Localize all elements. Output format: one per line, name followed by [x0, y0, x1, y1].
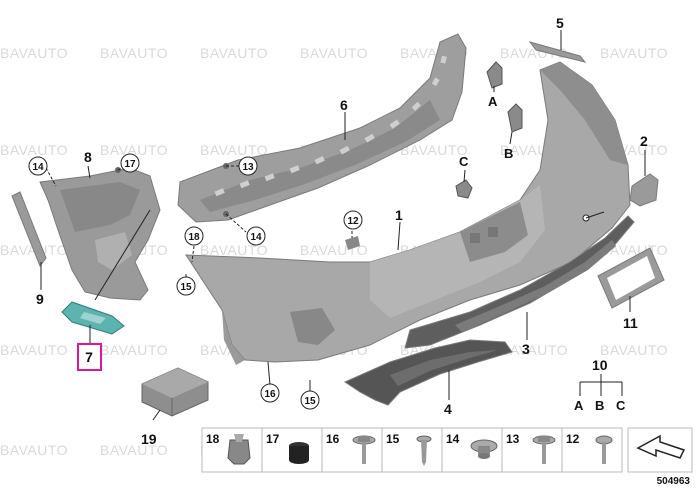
fastener-12-clip: [345, 236, 360, 250]
watermark-text: BAVAUTO: [400, 142, 468, 158]
label-4: 4: [444, 401, 452, 417]
label-7: 7: [85, 349, 93, 365]
watermark-text: BAVAUTO: [200, 242, 268, 258]
watermark-text: BAVAUTO: [100, 45, 168, 61]
fastener-legend: 18 17 16 15 14: [201, 427, 693, 473]
part-9-strip: [11, 191, 47, 268]
part-5-top-trim: [528, 41, 587, 63]
circle-16: [260, 383, 280, 403]
label-A: A: [488, 94, 498, 109]
label-C-group: C: [616, 398, 626, 413]
watermark-text: BAVAUTO: [100, 142, 168, 158]
label-12: 12: [347, 216, 359, 227]
part-labels: 6 1 5 2 3 4 11 9 8 19 10 A B C A B C: [36, 15, 648, 447]
part-2-cover: [629, 173, 659, 207]
watermark-text: BAVAUTO: [0, 45, 68, 61]
label-10: 10: [592, 357, 608, 373]
circled-labels: 14 17 13 14 12 18 15 16 15: [28, 153, 363, 410]
label-C: C: [459, 154, 469, 169]
label-7-highlight: 7: [77, 343, 102, 371]
part-1-bumper-panel: [185, 61, 631, 365]
circle-12: [343, 210, 363, 230]
rubber-buffer-icon: [289, 442, 309, 464]
label-5: 5: [556, 15, 564, 31]
legend-cell-12: [561, 427, 623, 473]
label-16: 16: [264, 389, 276, 400]
label-18: 18: [188, 232, 200, 243]
label-14a: 14: [32, 162, 44, 173]
part-8-side-bracket: [39, 167, 161, 301]
legend-cell-13: [501, 427, 563, 473]
screw-icon: [416, 435, 432, 466]
circle-14a: [28, 156, 48, 176]
label-11: 11: [623, 315, 638, 331]
leader-lines: [40, 30, 646, 421]
part-7-bracket: [61, 301, 125, 335]
label-B: B: [504, 146, 513, 161]
part-3-diffuser: [404, 215, 635, 349]
label-8: 8: [84, 149, 92, 165]
expanding-nut-icon: [470, 439, 498, 459]
label-2: 2: [640, 133, 648, 149]
legend-num-12: 12: [566, 432, 580, 446]
watermark-text: BAVAUTO: [200, 142, 268, 158]
direction-arrow-icon: [636, 434, 686, 459]
watermark-text: BAVAUTO: [600, 45, 668, 61]
fastener-B-clip: [507, 103, 523, 133]
legend-num-17: 17: [266, 432, 280, 446]
watermark-text: BAVAUTO: [500, 342, 568, 358]
label-19: 19: [141, 431, 157, 447]
label-9: 9: [36, 291, 44, 307]
label-15b: 15: [304, 396, 316, 407]
drawing-number: 504963: [657, 476, 691, 487]
watermark-text: BAVAUTO: [200, 45, 268, 61]
circle-13: [238, 156, 258, 176]
label-13: 13: [242, 162, 254, 173]
legend-num-16: 16: [326, 432, 340, 446]
highlight-frame: [77, 343, 102, 371]
label-14b: 14: [250, 232, 262, 243]
label-6: 6: [340, 97, 348, 113]
circle-15b: [300, 390, 320, 410]
watermark-text: BAVAUTO: [0, 442, 68, 458]
legend-num-18: 18: [206, 432, 220, 446]
circle-17: [120, 153, 140, 173]
watermark-text: BAVAUTO: [0, 142, 68, 158]
part-19-foam-block: [141, 367, 209, 417]
hex-bolt-washer-icon: [532, 435, 556, 464]
label-15a: 15: [180, 282, 192, 293]
fastener-C-clip: [455, 179, 473, 199]
pan-head-screw-icon: [595, 435, 613, 464]
push-nut-clip-icon: [227, 434, 251, 465]
part-11-plate-frame: [597, 247, 665, 309]
watermark-text: BAVAUTO: [100, 342, 168, 358]
legend-cell-16: [321, 427, 383, 473]
legend-num-15: 15: [386, 432, 400, 446]
hex-bolt-washer-icon: [352, 435, 376, 464]
circle-18: [184, 226, 204, 246]
legend-num-14: 14: [446, 432, 460, 446]
watermark-text: BAVAUTO: [300, 45, 368, 61]
legend-cell-15: [381, 427, 443, 473]
circle-15a: [176, 276, 196, 296]
label-B-group: B: [595, 398, 604, 413]
legend-num-13: 13: [506, 432, 520, 446]
part-6-bumper-carrier: [177, 33, 467, 223]
circle-14b: [246, 226, 266, 246]
watermark-text: BAVAUTO: [0, 342, 68, 358]
watermark-text: BAVAUTO: [100, 442, 168, 458]
fastener-A-clip: [486, 61, 503, 89]
watermark-text: BAVAUTO: [600, 342, 668, 358]
part-4-lower-trim: [343, 339, 513, 406]
label-3: 3: [522, 341, 530, 357]
label-17: 17: [124, 159, 136, 170]
label-A-group: A: [574, 398, 584, 413]
label-1: 1: [395, 207, 403, 223]
